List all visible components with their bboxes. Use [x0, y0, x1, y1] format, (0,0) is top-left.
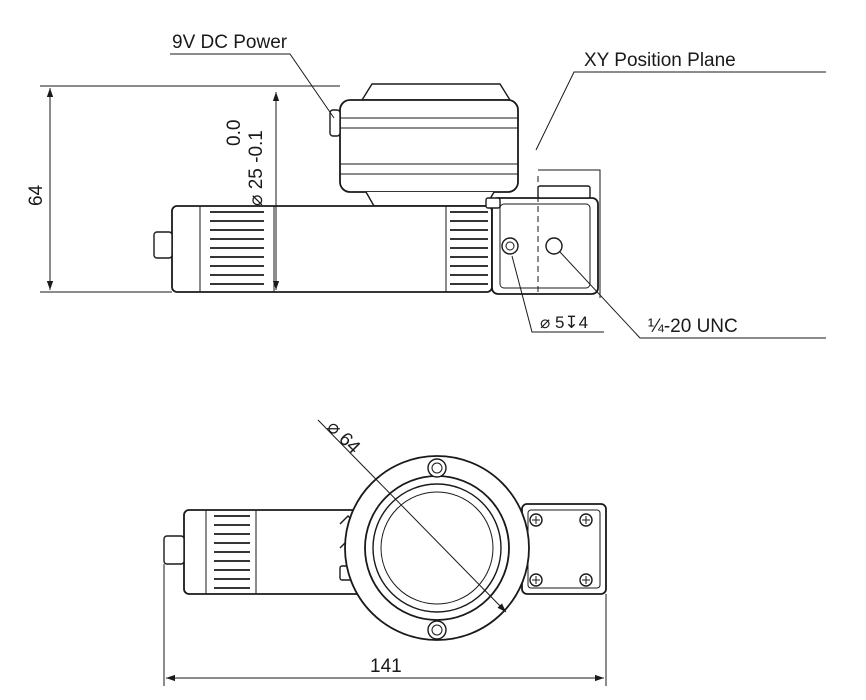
screw-head [501, 237, 519, 255]
hole-label: ⌀ 5↧4 [540, 313, 588, 332]
power-label: 9V DC Power [172, 32, 288, 53]
side-view: 9V DC Power XY Position Plane ¼-20 UNC ⌀… [26, 32, 826, 339]
tube-grip-left [210, 211, 264, 285]
head-unit [329, 83, 519, 207]
tube [153, 205, 493, 293]
thread-hole [545, 237, 563, 255]
hole-leader [511, 255, 604, 333]
length-label: 141 [370, 656, 402, 677]
top-view: ⌀ 64 141 [163, 417, 607, 686]
thread-leader [559, 251, 826, 339]
ring-screw [427, 458, 447, 478]
top-tube [163, 509, 365, 595]
xy-plane-extension [538, 169, 601, 298]
tube-diameter-label: ⌀ 25 -0.1 [246, 130, 267, 206]
thread-label: ¼-20 UNC [648, 316, 738, 337]
mount-block [485, 185, 599, 295]
power-leader [170, 53, 335, 119]
xy-plane-label: XY Position Plane [584, 50, 736, 71]
ring-body [344, 455, 530, 641]
height-dimension [40, 85, 340, 293]
ring-diameter-line [317, 419, 507, 613]
xy-plane-leader [535, 71, 826, 151]
top-grip [214, 515, 250, 589]
top-mount-block [521, 503, 607, 595]
tolerance-label: 0.0 [224, 120, 245, 146]
ring-diameter-label: ⌀ 64 [322, 417, 364, 459]
length-dimension [163, 564, 607, 686]
height-label: 64 [26, 184, 47, 206]
ring-screw [427, 620, 447, 640]
tube-grip-right [450, 211, 488, 285]
